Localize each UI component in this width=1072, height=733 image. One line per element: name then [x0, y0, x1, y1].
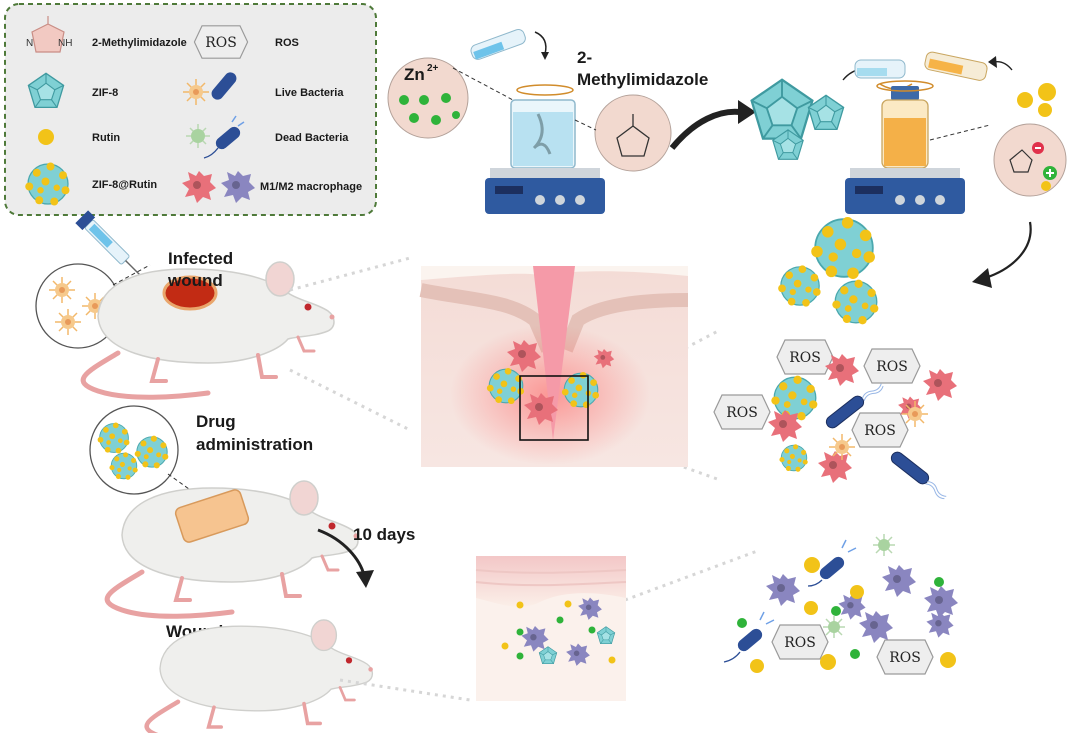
legend-label-ros: ROS — [275, 37, 299, 49]
legend-label-zif8: ZIF-8 — [92, 87, 118, 99]
ros-legend-icon-text: ROS — [205, 35, 237, 51]
methylimidazole-label-2: Methylimidazole — [577, 70, 708, 89]
label-drug-1: Drug — [196, 412, 236, 431]
legend-panel: N NH 2-Methylimidazole ZIF-8 Rutin ZIF-8… — [4, 3, 377, 216]
pouring-flask-2 — [854, 51, 988, 90]
ros-label-3: ROS — [726, 405, 758, 421]
zinc-ion-bubble: Zn 2+ — [387, 57, 469, 139]
mouse-treated — [107, 481, 358, 616]
label-infected-2: wound — [167, 271, 223, 290]
skin-infected-panel — [419, 266, 689, 467]
label-infected-1: Infected — [168, 249, 233, 268]
synthesis-section: Zn 2+ 2- Methylimidazole — [387, 29, 1067, 326]
dead-bacteria-icon — [186, 115, 245, 159]
label-duration: 10 days — [353, 525, 415, 544]
live-bacteria-icon — [182, 72, 237, 106]
vial-stirrer-2 — [845, 80, 965, 214]
syringe-icon — [75, 210, 142, 277]
ros-label-4: ROS — [864, 423, 896, 439]
svg-text:NH: NH — [58, 38, 72, 49]
ros-label-2: ROS — [876, 359, 908, 375]
ros-label-1: ROS — [789, 350, 821, 366]
healed-cluster: ROS ROS — [723, 534, 958, 675]
charge-bubble — [929, 123, 1067, 197]
legend-label-methylimidazole: 2-Methylimidazole — [92, 37, 187, 49]
zinc-charge: 2+ — [427, 63, 439, 74]
svg-text:N: N — [26, 38, 33, 49]
legend-label-zif8-rutin: ZIF-8@Rutin — [92, 179, 157, 191]
pouring-flask-1 — [470, 29, 526, 60]
zif8-crystals — [750, 78, 845, 160]
legend-label-rutin: Rutin — [92, 132, 120, 144]
beaker-stirrer-1 — [485, 84, 605, 214]
arrow-to-zif8 — [669, 108, 741, 150]
ros-label-5: ROS — [784, 635, 816, 651]
zinc-label: Zn — [404, 65, 425, 84]
skin-healed-panel — [475, 556, 627, 701]
rutin-particles — [1017, 83, 1056, 117]
rutin-icon — [38, 129, 54, 145]
legend-label-dead-bacteria: Dead Bacteria — [275, 132, 349, 144]
label-drug-2: administration — [196, 435, 313, 454]
zif8-rutin-cluster — [777, 216, 880, 326]
methylimidazole-icon: N NH — [26, 16, 72, 53]
methylimidazole-bubble — [594, 94, 672, 172]
zoom-box — [519, 375, 589, 441]
legend-label-macrophage: M1/M2 macrophage — [260, 181, 362, 193]
ros-cluster: ROS ROS ROS ROS — [713, 339, 957, 502]
drug-bubble — [89, 405, 197, 495]
arrow-10-days — [317, 528, 366, 576]
ros-label-6: ROS — [889, 650, 921, 666]
legend-label-live-bacteria: Live Bacteria — [275, 87, 344, 99]
mouse-infected — [83, 262, 334, 397]
methylimidazole-label-1: 2- — [577, 48, 592, 67]
